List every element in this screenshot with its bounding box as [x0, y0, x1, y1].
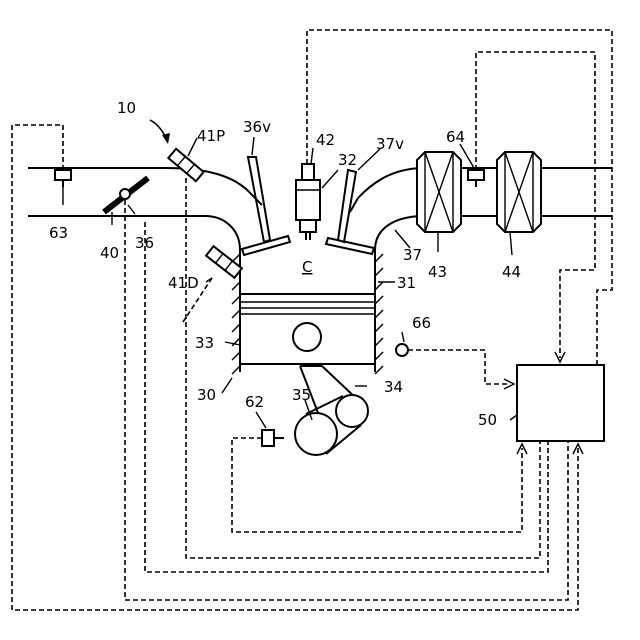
label-37: 37 [403, 246, 422, 264]
label-35: 35 [292, 386, 311, 404]
air-fuel-sensor [468, 170, 484, 187]
direct-injector [206, 246, 242, 278]
airflow-sensor [55, 170, 71, 187]
piston [240, 294, 375, 364]
label-41D: 41D [168, 274, 199, 292]
label-50: 50 [478, 411, 497, 429]
label-66: 66 [412, 314, 431, 332]
label-64: 64 [446, 128, 465, 146]
label-10: 10 [117, 99, 136, 117]
label-40: 40 [100, 244, 119, 262]
label-C: C [302, 258, 312, 276]
arrow-head [162, 133, 170, 144]
label-33: 33 [195, 334, 214, 352]
catalyst-44 [497, 152, 541, 232]
label-36v: 36v [243, 118, 271, 136]
label-41P: 41P [197, 127, 225, 145]
throttle-valve [104, 178, 148, 212]
spark-plug [296, 164, 320, 240]
label-31: 31 [397, 274, 416, 292]
label-43: 43 [428, 263, 447, 281]
catalyst-43 [417, 152, 461, 232]
port-injector [168, 149, 203, 181]
label-63: 63 [49, 224, 68, 242]
label-37v: 37v [376, 135, 404, 153]
intake-valve [242, 157, 290, 255]
accel-sensor [396, 344, 408, 356]
label-44: 44 [502, 263, 521, 281]
label-42: 42 [316, 131, 335, 149]
label-30: 30 [197, 386, 216, 404]
label-36: 36 [135, 234, 154, 252]
connecting-rod [295, 366, 368, 455]
label-32: 32 [338, 151, 357, 169]
label-62: 62 [245, 393, 264, 411]
ecu-box [517, 365, 604, 441]
label-34: 34 [384, 378, 403, 396]
crank-sensor [262, 430, 284, 446]
